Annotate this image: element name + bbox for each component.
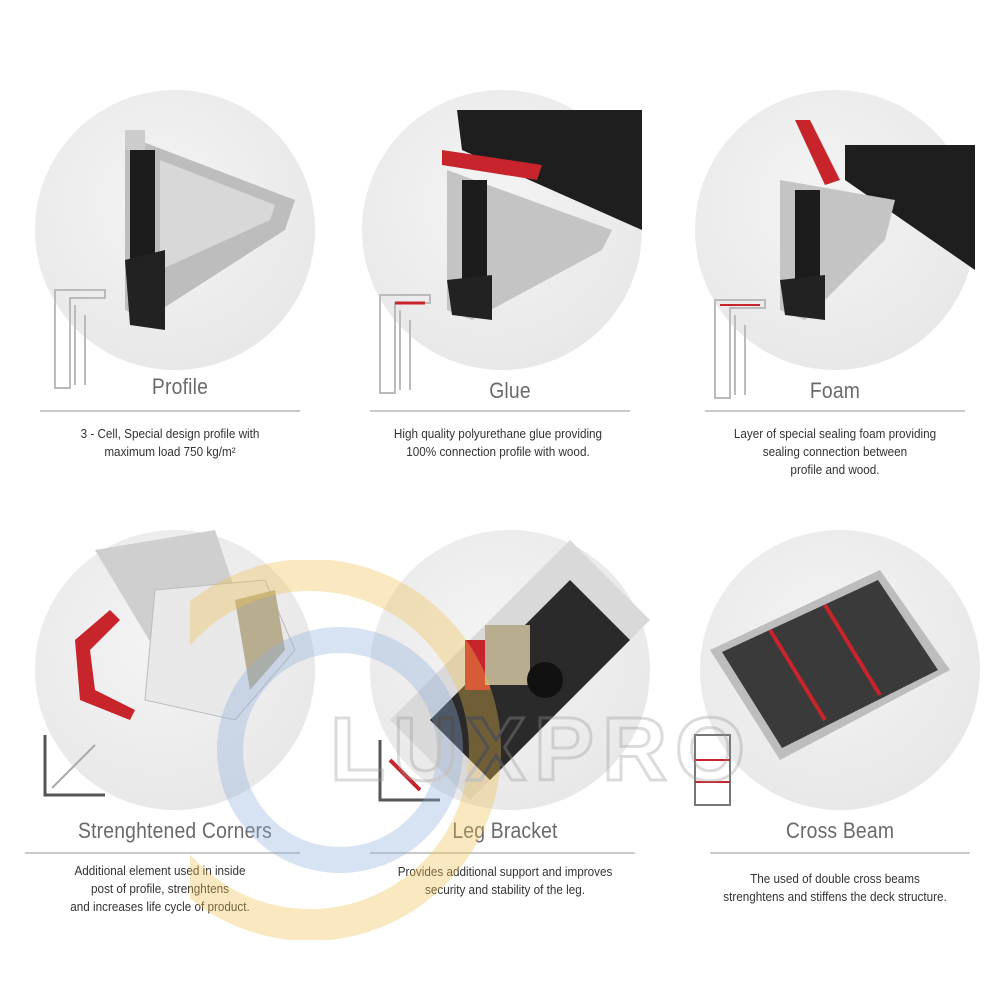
desc-line: Additional element used in inside <box>74 863 246 878</box>
corner-icon <box>75 530 296 721</box>
foam-section-icon <box>714 299 766 399</box>
desc-line: profile and wood. <box>790 462 880 477</box>
glue-image <box>362 90 642 370</box>
desc-line: Layer of special sealing foam providing <box>733 426 937 441</box>
glue-section-icon <box>379 294 431 394</box>
feature-title: Leg Bracket <box>452 818 558 843</box>
feature-title: Glue <box>489 378 531 403</box>
divider <box>370 410 630 412</box>
feature-title: Strenghtened Corners <box>77 818 273 843</box>
cross-beam-image <box>700 530 980 810</box>
feature-title: Profile <box>151 374 209 399</box>
profile-section-icon <box>54 289 106 389</box>
desc-line: High quality polyurethane glue providing <box>393 426 603 441</box>
feature-title: Foam <box>809 378 861 403</box>
divider <box>40 410 300 412</box>
corner-section-icon <box>43 735 105 797</box>
feature-glue: Glue High quality polyurethane glue prov… <box>360 90 660 490</box>
profile-image <box>35 90 315 370</box>
leg-bracket-icon <box>390 540 650 800</box>
desc-line: The used of double cross beams <box>750 871 920 886</box>
desc-line: 3 - Cell, Special design profile with <box>80 426 260 441</box>
leg-bracket-image <box>370 530 650 810</box>
aluminium-profile-icon <box>125 130 295 330</box>
desc-line: and increases life cycle of product. <box>70 899 250 914</box>
desc-line: security and stability of the leg. <box>424 882 585 897</box>
desc-line: maximum load 750 kg/m² <box>104 444 236 459</box>
divider <box>705 410 965 412</box>
feature-title: Cross Beam <box>785 818 895 843</box>
feature-description: The used of double cross beams strenghte… <box>709 870 961 906</box>
foam-profile-icon <box>780 120 975 320</box>
feature-foam: Foam Layer of special sealing foam provi… <box>695 90 995 490</box>
glue-profile-icon <box>442 110 642 320</box>
divider <box>370 852 635 854</box>
divider <box>25 852 300 854</box>
foam-image <box>695 90 975 370</box>
feature-leg-bracket: Leg Bracket Provides additional support … <box>370 530 670 930</box>
cross-beam-section-icon <box>694 734 731 806</box>
desc-line: 100% connection profile with wood. <box>406 444 590 459</box>
feature-description: Layer of special sealing foam providing … <box>709 425 961 479</box>
corners-image <box>35 530 315 810</box>
desc-line: strenghtens and stiffens the deck struct… <box>723 889 947 904</box>
feature-description: 3 - Cell, Special design profile with ma… <box>44 425 296 461</box>
desc-line: Provides additional support and improves <box>397 864 613 879</box>
desc-line: post of profile, strenghtens <box>91 881 229 896</box>
feature-profile: Profile 3 - Cell, Special design profile… <box>30 90 330 490</box>
leg-bracket-section-icon <box>378 740 440 802</box>
feature-description: High quality polyurethane glue providing… <box>372 425 624 461</box>
divider <box>710 852 970 854</box>
feature-cross-beam: Cross Beam The used of double cross beam… <box>694 530 1000 930</box>
desc-line: sealing connection between <box>762 444 908 459</box>
cross-beam-icon <box>710 570 950 760</box>
feature-strenghtened-corners: Strenghtened Corners Additional element … <box>25 530 330 930</box>
feature-description: Additional element used in inside post o… <box>34 862 286 916</box>
feature-description: Provides additional support and improves… <box>379 863 631 899</box>
